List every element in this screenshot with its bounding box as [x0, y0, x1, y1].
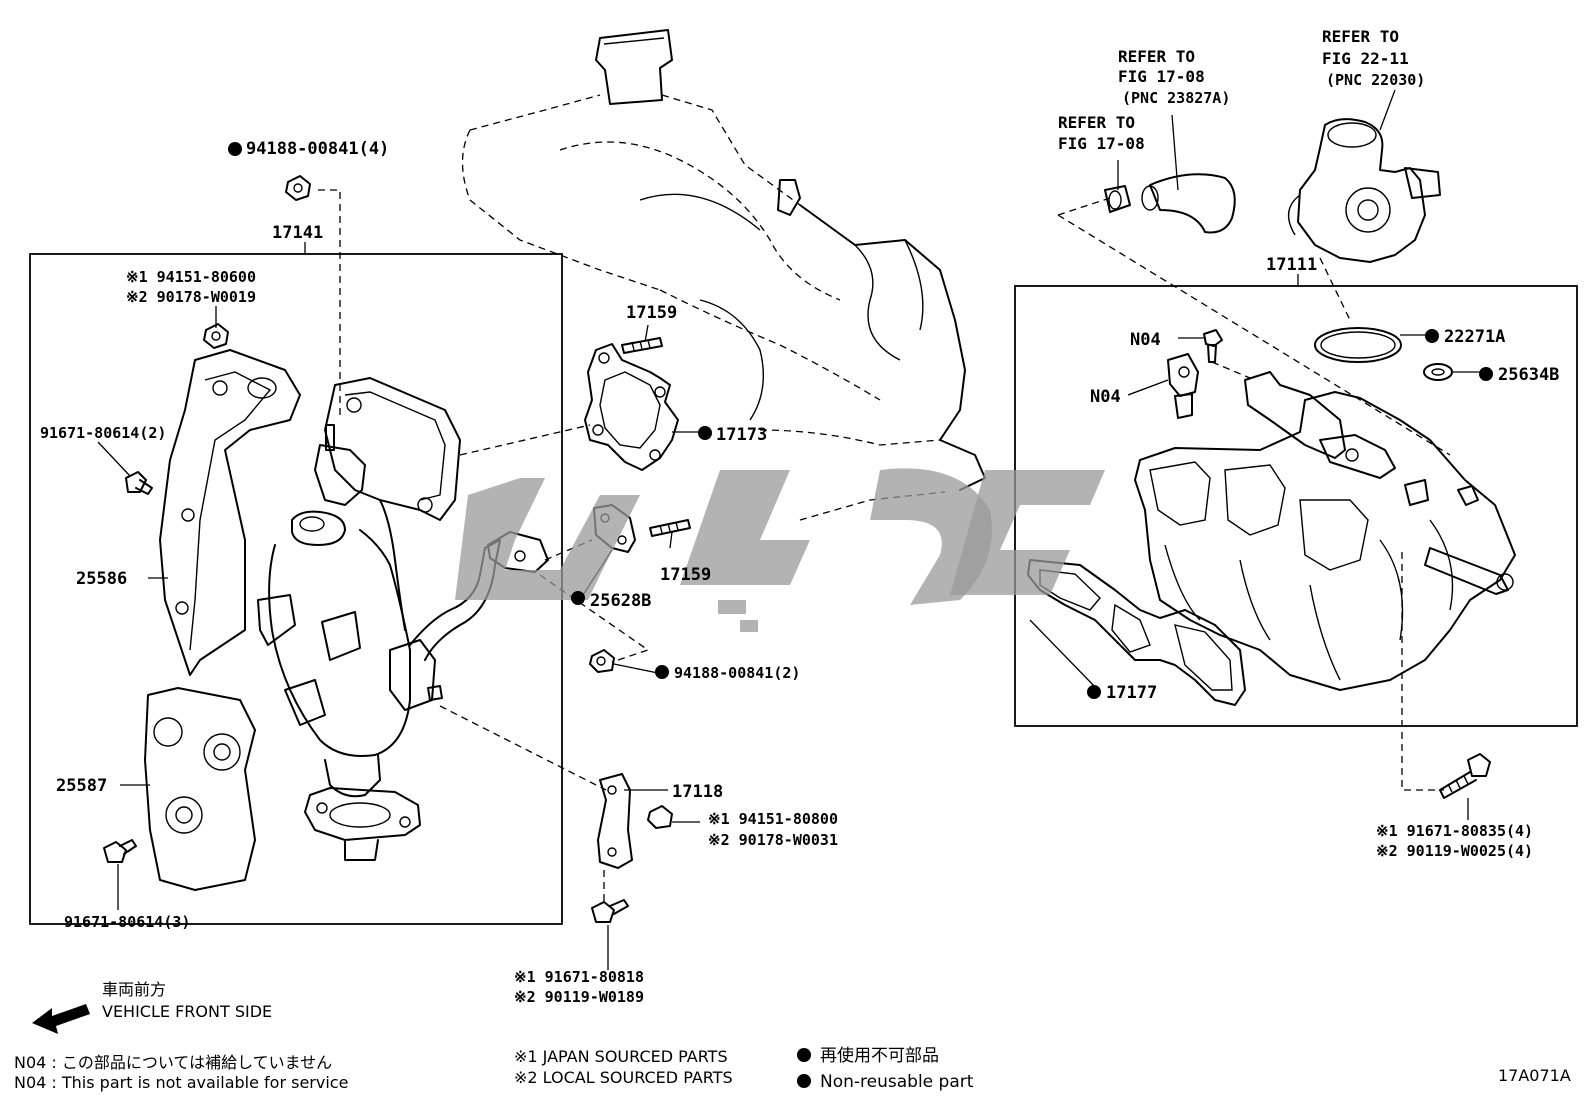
label-17141: 17141 — [272, 223, 323, 243]
ref-c-line2: FIG 22-11 — [1322, 49, 1409, 68]
label-n04-bolt: N04 — [1130, 330, 1161, 350]
nut-94151-80600 — [203, 323, 229, 349]
nut-94151-80800 — [647, 805, 673, 829]
ref-b-line1: REFER TO — [1058, 113, 1135, 132]
throttle-body-22030 — [1287, 118, 1441, 263]
label-25586: 25586 — [76, 569, 127, 589]
bolt-n04 — [1203, 329, 1223, 363]
label-25628b: 25628B — [590, 591, 651, 611]
label-91671-80818: ※1 91671-80818 — [514, 968, 644, 986]
label-94188-00841-4: 94188-00841(4) — [246, 139, 389, 159]
label-90178-w0019: ※2 90178-W0019 — [126, 288, 256, 306]
legend-non-reusable-jp: 再使用不可部品 — [820, 1045, 939, 1066]
front-direction-arrow — [32, 1004, 90, 1034]
heat-insulator-25586 — [159, 349, 301, 676]
label-90119-w0025: ※2 90119-W0025(4) — [1376, 842, 1533, 860]
ref-a-line3: (PNC 23827A) — [1122, 89, 1230, 107]
gasket-25634b — [1423, 363, 1453, 381]
label-94151-80800: ※1 94151-80800 — [708, 810, 838, 828]
label-17159-top: 17159 — [626, 303, 677, 323]
figure-code: 17A071A — [1498, 1066, 1571, 1085]
label-17118: 17118 — [672, 782, 723, 802]
o-ring-22271a — [1314, 327, 1402, 363]
label-25634b: 25634B — [1498, 365, 1559, 385]
ref-a-line2: FIG 17-08 — [1118, 67, 1205, 86]
legend-local-sourced: ※2 LOCAL SOURCED PARTS — [514, 1068, 733, 1087]
label-22271a: 22271A — [1444, 327, 1505, 347]
watermark-logo — [455, 468, 1105, 632]
label-91671-80835: ※1 91671-80835(4) — [1376, 822, 1533, 840]
legend-n04-jp: N04 : この部品については補給していません — [14, 1053, 332, 1072]
label-90119-w0189: ※2 90119-W0189 — [514, 988, 644, 1006]
label-25587: 25587 — [56, 776, 107, 796]
nut-94188-00841-top — [285, 175, 311, 201]
bolt-91671-80818 — [591, 899, 629, 923]
engine-block-outline — [461, 29, 986, 521]
label-17173: 17173 — [716, 425, 767, 445]
bolt-91671-80614-2 — [125, 471, 153, 495]
ref-c-line3: (PNC 22030) — [1326, 71, 1425, 89]
ref-c-line1: REFER TO — [1322, 27, 1399, 46]
stud-17159-bottom — [649, 519, 691, 537]
stud-17159-top — [621, 337, 663, 354]
ref-b-line2: FIG 17-08 — [1058, 134, 1145, 153]
exhaust-manifold-converter-17141 — [257, 377, 549, 861]
group-box-17111 — [1014, 285, 1578, 727]
leader-lines — [97, 89, 1480, 970]
label-n04-sensor: N04 — [1090, 387, 1121, 407]
sensor-n04 — [1167, 353, 1199, 419]
legend-front-en: VEHICLE FRONT SIDE — [102, 1002, 272, 1021]
legend-japan-sourced: ※1 JAPAN SOURCED PARTS — [514, 1047, 728, 1066]
legend-front-jp: 車両前方 — [102, 980, 166, 999]
gasket-17177 — [1027, 559, 1246, 706]
label-91671-80614-3: 91671-80614(3) — [64, 913, 190, 931]
label-94151-80600: ※1 94151-80600 — [126, 268, 256, 286]
bolt-91671-80835 — [1439, 753, 1491, 799]
label-94188-00841-2: 94188-00841(2) — [674, 664, 800, 682]
label-17111: 17111 — [1266, 255, 1317, 275]
legend-n04-en: N04 : This part is not available for ser… — [14, 1073, 348, 1092]
nut-94188-00841-2 — [589, 649, 615, 673]
label-17177: 17177 — [1106, 683, 1157, 703]
bolt-91671-80614-3 — [103, 839, 137, 863]
label-17159-bottom: 17159 — [660, 565, 711, 585]
intake-manifold-17111 — [1134, 371, 1516, 691]
bracket-17118 — [597, 773, 633, 869]
label-90178-w0031: ※2 90178-W0031 — [708, 831, 838, 849]
heat-insulator-25587 — [144, 687, 256, 891]
ref-a-line1: REFER TO — [1118, 47, 1195, 66]
non-reusable-markers — [228, 142, 1493, 1088]
label-91671-80614-2: 91671-80614(2) — [40, 424, 166, 442]
gasket-17173 — [584, 343, 679, 471]
legend-non-reusable-en: Non-reusable part — [820, 1072, 974, 1092]
hose-23827a — [1141, 173, 1236, 234]
